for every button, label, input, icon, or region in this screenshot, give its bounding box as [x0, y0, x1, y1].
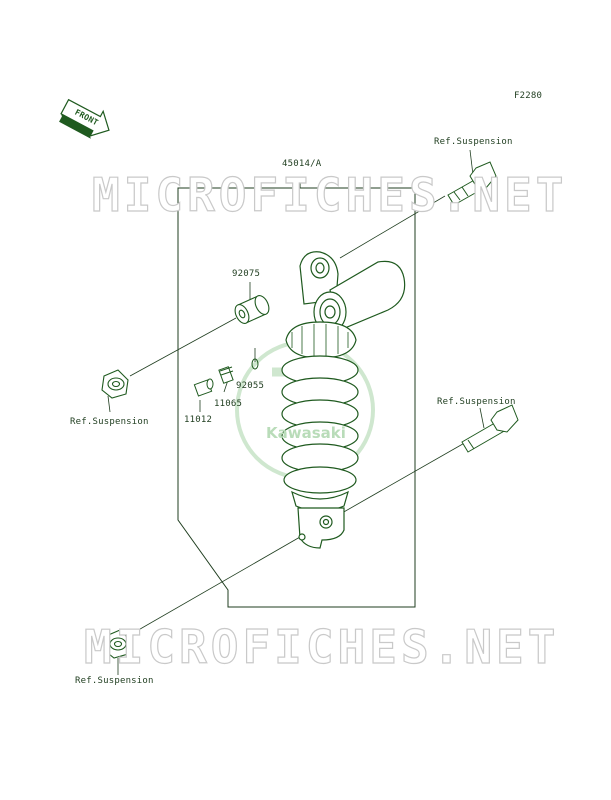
- label-92075: 92075: [232, 269, 261, 279]
- watermark-top: MICROFICHES.NET: [91, 167, 568, 222]
- collar-92075: [234, 295, 270, 324]
- leader-lines: [107, 149, 485, 675]
- oring-92055: [251, 358, 259, 370]
- diagram-id: F2280: [514, 91, 543, 101]
- lower-bolt: [461, 404, 519, 453]
- label-11012: 11012: [184, 415, 213, 425]
- label-92055: 92055: [236, 381, 265, 391]
- cap-11012: [193, 378, 214, 397]
- label-ref-suspension-right: Ref.Suspension: [437, 397, 516, 407]
- assembly-bracket: [177, 178, 416, 608]
- shock-absorber: [281, 251, 406, 549]
- top-bolt: [447, 161, 497, 206]
- upper-nut: [101, 369, 129, 399]
- label-11065: 11065: [214, 399, 243, 409]
- assembly-label: 45014/A: [282, 159, 322, 169]
- valve-11065: [218, 366, 234, 384]
- brand-logo-text: Kawasaki: [266, 424, 346, 442]
- lower-nut: [103, 629, 131, 659]
- watermark-bottom: MICROFICHES.NET: [83, 619, 560, 674]
- label-ref-suspension-left: Ref.Suspension: [70, 417, 149, 427]
- label-ref-suspension-bottom: Ref.Suspension: [75, 676, 154, 686]
- front-arrow-icon: [59, 98, 110, 139]
- label-ref-suspension-top: Ref.Suspension: [434, 137, 513, 147]
